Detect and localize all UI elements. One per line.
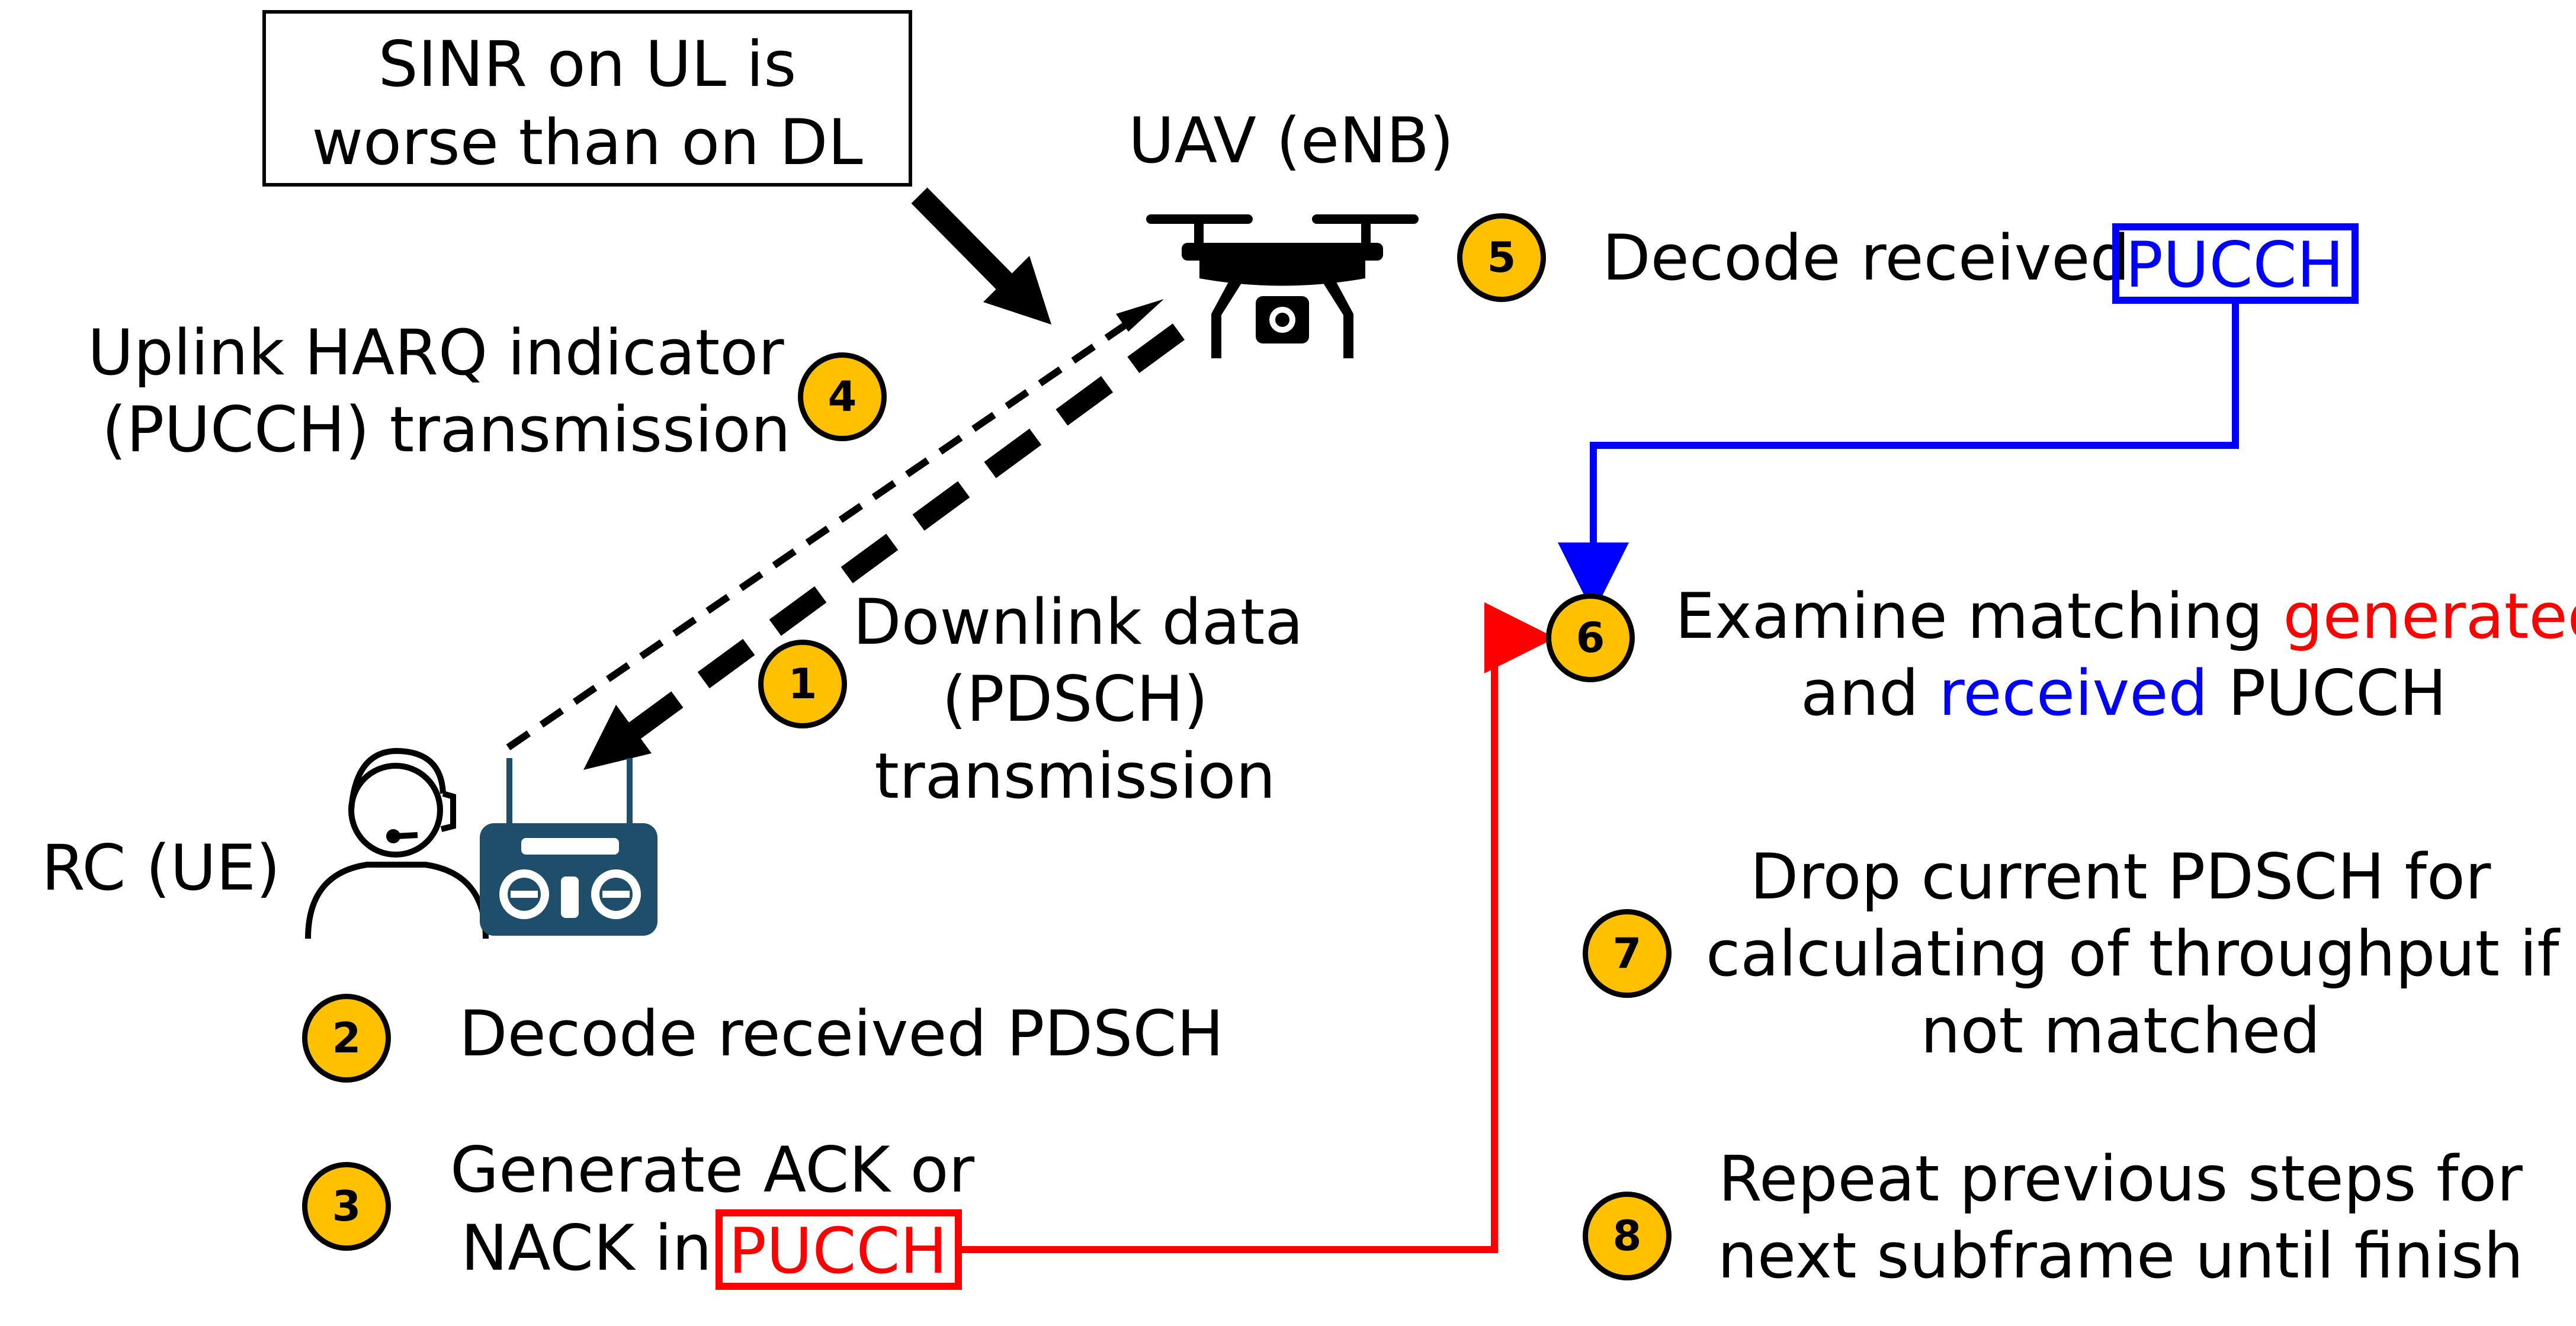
step3-pucch-box: PUCCH [716,1209,962,1290]
step6-badge: 6 [1546,593,1635,682]
step7-line3: not matched [1920,994,2321,1067]
step6-line2-pucch: PUCCH [2228,657,2447,730]
step5-text: Decode received [1602,221,2130,294]
step1-line2: (PDSCH) [942,663,1208,736]
step6-line2-and: and [1801,657,1919,730]
operator-icon [305,747,489,939]
uplink-arrow [506,299,1164,750]
step6-line1: Examine matching generated [1675,577,2576,656]
step8-badge: 8 [1583,1192,1672,1280]
sinr-arrow [911,187,1051,325]
step6-generated-word: generated [2283,580,2576,653]
step2-badge: 2 [302,994,391,1083]
step8-line2: next subframe until finish [1717,1219,2524,1292]
step4-badge: 4 [798,352,887,441]
step6-line2: and received PUCCH [1801,654,2447,733]
uav-label: UAV (eNB) [1128,104,1454,177]
sinr-note-line2: worse than on DL [312,106,863,179]
sinr-note-line1: SINR on UL is [378,28,797,101]
sinr-note-box: SINR on UL is worse than on DL [262,10,912,187]
step1-line3: transmission [874,740,1276,813]
step5-badge: 5 [1457,213,1546,302]
step5-pucch-box: PUCCH [2112,223,2359,304]
step4-line1: Uplink HARQ indicator [88,316,784,389]
step3-line1: Generate ACK or [450,1134,975,1206]
drone-icon [1146,214,1419,358]
step6-received-word: received [1939,657,2208,730]
downlink-arrow [583,323,1185,770]
step3-badge: 3 [302,1162,391,1251]
rc-label: RC (UE) [41,831,281,904]
remote-controller-icon [480,758,657,936]
step1-badge: 1 [758,640,847,728]
step7-badge: 7 [1583,909,1672,998]
step7-line1: Drop current PDSCH for [1750,840,2491,913]
step4-line2: (PUCCH) transmission [102,393,791,466]
blue-connector [1558,304,2239,614]
red-connector [961,602,1555,1253]
step8-line1: Repeat previous steps for [1718,1142,2523,1215]
step1-line1: Downlink data [853,586,1304,659]
step3-line2: NACK in [461,1212,712,1285]
step7-line2: calculating of throughput if [1706,917,2559,990]
step6-line1-text: Examine matching [1675,580,2263,653]
step2-text: Decode received PDSCH [459,997,1224,1070]
